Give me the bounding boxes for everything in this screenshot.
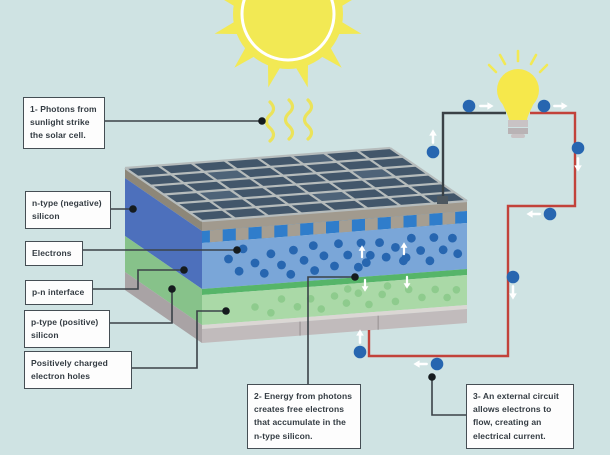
hole-dot — [452, 286, 461, 294]
hole-dot — [378, 290, 387, 299]
electron-dot — [430, 357, 444, 371]
electron-dot — [266, 249, 276, 259]
electron-dot — [334, 239, 343, 249]
electron-dot — [299, 255, 309, 265]
electron-dot — [319, 251, 329, 261]
callout-electrons: Electrons — [25, 241, 83, 267]
electron-dot — [286, 269, 296, 279]
electron-dot — [391, 243, 400, 252]
hole-dot — [391, 297, 400, 306]
electron-dot — [453, 249, 463, 259]
callout-external-circuit: 3- An external circuit allows electrons … — [466, 384, 574, 449]
hole-dot — [418, 293, 426, 302]
electron-dot — [416, 246, 426, 255]
interface-flow-arrows — [358, 242, 411, 292]
electron-dot — [356, 238, 366, 248]
electron-dot — [406, 233, 416, 243]
electron-dot — [571, 141, 585, 155]
solar-panel-illustration — [124, 146, 468, 343]
electron-dot — [330, 261, 339, 271]
callout-electron-holes: Positively charged electron holes — [24, 351, 132, 390]
connector-dot — [351, 273, 359, 281]
circuit-wires — [367, 111, 577, 358]
electron-dot — [259, 268, 269, 278]
hole-dot — [365, 300, 373, 309]
electron-dot — [543, 207, 557, 221]
hole-dot — [431, 285, 440, 294]
hole-dot — [343, 285, 352, 293]
sun-icon — [214, 0, 362, 88]
hole-dot — [317, 305, 326, 313]
hole-dot — [267, 309, 275, 317]
hole-dot — [443, 293, 451, 302]
electron-dot — [426, 145, 440, 159]
electron-dot — [353, 262, 363, 272]
callout-p-type-silicon: p-type (positive) silicon — [24, 310, 110, 349]
connector-dot — [258, 117, 266, 125]
electron-dot — [537, 99, 551, 113]
electron-dot — [250, 258, 260, 268]
electron-dot — [353, 345, 367, 359]
electron-dot — [381, 252, 391, 262]
connector-dot — [129, 205, 137, 213]
connector-dot — [222, 307, 230, 315]
electron-dot — [462, 99, 476, 113]
hole-dot — [330, 292, 339, 300]
connector-dot — [180, 266, 188, 274]
circuit-electrons — [353, 99, 585, 371]
electron-dot — [308, 241, 318, 251]
electron-dots-n-layer — [224, 233, 463, 279]
electron-dot — [289, 245, 298, 255]
electron-dot — [238, 244, 248, 254]
electron-dot — [310, 266, 320, 275]
callout-n-type-silicon: n-type (negative) silicon — [25, 191, 111, 230]
electron-dot — [425, 256, 435, 266]
electron-dot — [224, 254, 233, 264]
electron-dot — [343, 250, 353, 260]
electron-dot — [234, 266, 244, 276]
hole-dot — [383, 282, 392, 290]
electron-dot — [429, 233, 439, 242]
callout-energy-from-photons: 2- Energy from photons creates free elec… — [247, 384, 361, 449]
callout-connectors — [83, 117, 466, 416]
electron-dot — [365, 250, 375, 260]
electron-dot — [361, 258, 371, 267]
hole-dot — [354, 289, 363, 298]
electron-dot — [448, 233, 457, 243]
callout-pn-interface: p-n interface — [25, 280, 93, 306]
electron-dot — [401, 253, 411, 262]
hole-dot — [293, 303, 302, 311]
light-bulb-icon — [487, 49, 549, 138]
connector-dot — [233, 246, 241, 254]
callout-photons: 1- Photons from sunlight strike the sola… — [23, 97, 105, 149]
circuit-wire-red — [367, 111, 577, 358]
hole-dot — [277, 295, 286, 303]
electron-dot — [438, 245, 448, 255]
electron-dot — [506, 270, 520, 284]
circuit-wire-dark — [441, 111, 506, 204]
electron-dot — [375, 238, 384, 248]
wire-contact-pad — [437, 196, 448, 204]
hole-dot — [342, 299, 351, 307]
hole-dot — [251, 303, 259, 311]
photon-waves-icon — [264, 98, 314, 143]
connector-dot — [428, 373, 436, 381]
connector-dot — [168, 285, 176, 293]
electron-dot — [277, 260, 286, 270]
